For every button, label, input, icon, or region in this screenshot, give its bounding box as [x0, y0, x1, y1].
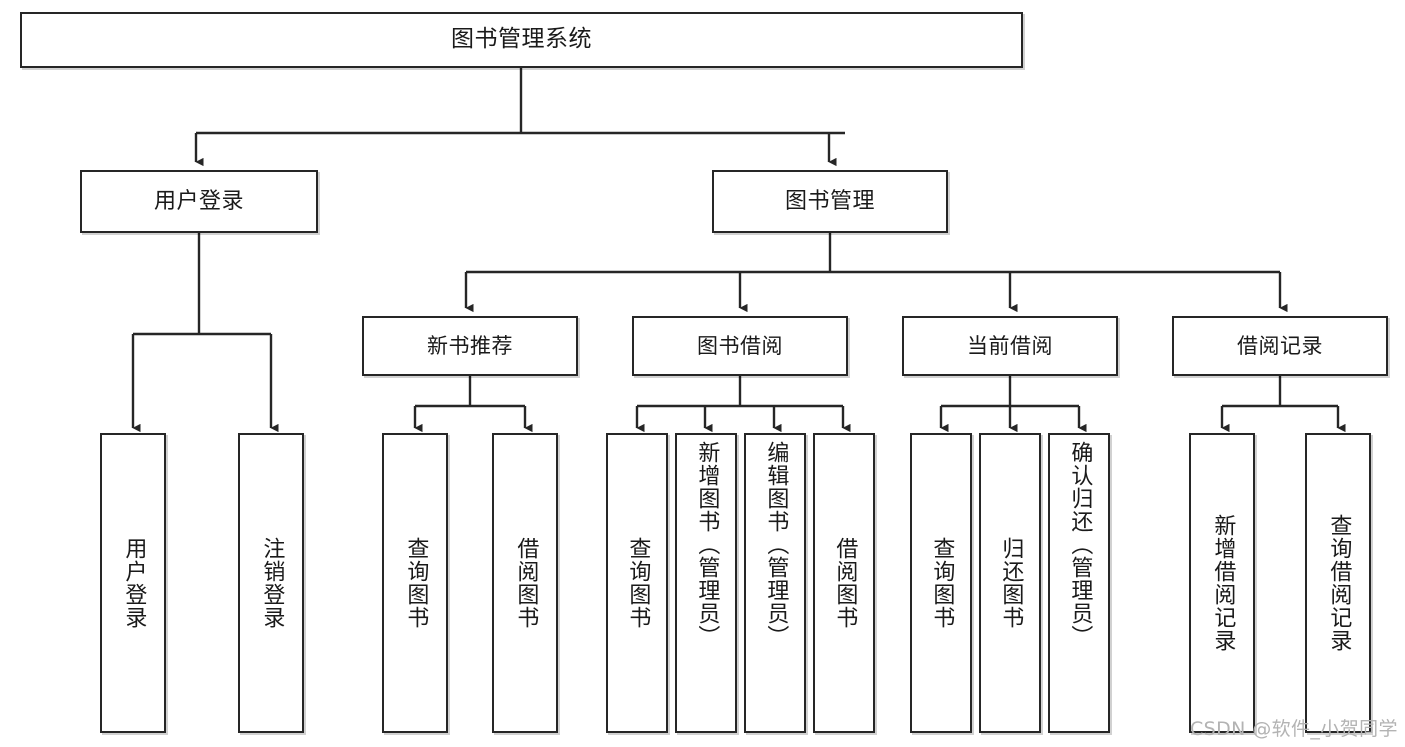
watermark-text: CSDN @软件_小贺同学 [1190, 718, 1398, 740]
node-root-book-management-system[interactable]: 图书管理系统 [20, 12, 1023, 68]
node-label: 借阅记录 [1237, 333, 1323, 358]
node-label: 查询借阅记录 [1326, 514, 1352, 652]
node-user-login[interactable]: 用户登录 [80, 170, 318, 233]
node-label: 新增借阅记录 [1210, 514, 1236, 652]
node-borrow-record[interactable]: 借阅记录 [1172, 316, 1388, 376]
node-label: 当前借阅 [967, 333, 1053, 358]
leaf-user-login-logout[interactable]: 注销登录 [238, 433, 304, 733]
node-current-borrow[interactable]: 当前借阅 [902, 316, 1118, 376]
node-label: 查询图书 [403, 537, 429, 629]
node-book-management[interactable]: 图书管理 [712, 170, 948, 233]
node-label: 用户登录 [153, 188, 244, 214]
node-label: 确认归还（管理员） [1067, 441, 1093, 648]
node-book-borrow[interactable]: 图书借阅 [632, 316, 848, 376]
node-label: 新增图书（管理员） [694, 441, 720, 648]
leaf-current-borrow-confirm-return-admin[interactable]: 确认归还（管理员） [1048, 433, 1110, 733]
node-label: 注销登录 [259, 537, 285, 629]
leaf-new-book-borrow-book[interactable]: 借阅图书 [492, 433, 558, 733]
leaf-book-borrow-edit-book-admin[interactable]: 编辑图书（管理员） [744, 433, 806, 733]
node-label: 借阅图书 [832, 537, 858, 629]
leaf-borrow-record-add-record[interactable]: 新增借阅记录 [1189, 433, 1255, 733]
leaf-current-borrow-return-book[interactable]: 归还图书 [979, 433, 1041, 733]
leaf-borrow-record-query-record[interactable]: 查询借阅记录 [1305, 433, 1371, 733]
leaf-user-login-login[interactable]: 用户登录 [100, 433, 166, 733]
leaf-current-borrow-query-book[interactable]: 查询图书 [910, 433, 972, 733]
node-label: 新书推荐 [427, 333, 513, 358]
leaf-new-book-query-book[interactable]: 查询图书 [382, 433, 448, 733]
leaf-book-borrow-query-book[interactable]: 查询图书 [606, 433, 668, 733]
node-label: 图书管理 [784, 188, 875, 214]
node-new-book-recommend[interactable]: 新书推荐 [362, 316, 578, 376]
node-label: 查询图书 [929, 537, 955, 629]
leaf-book-borrow-borrow-book[interactable]: 借阅图书 [813, 433, 875, 733]
node-label: 图书管理系统 [451, 26, 592, 53]
node-label: 图书借阅 [697, 333, 783, 358]
node-label: 归还图书 [998, 537, 1024, 629]
node-label: 编辑图书（管理员） [763, 441, 789, 648]
leaf-book-borrow-add-book-admin[interactable]: 新增图书（管理员） [675, 433, 737, 733]
node-label: 查询图书 [625, 537, 651, 629]
node-label: 用户登录 [121, 537, 147, 629]
node-label: 借阅图书 [513, 537, 539, 629]
